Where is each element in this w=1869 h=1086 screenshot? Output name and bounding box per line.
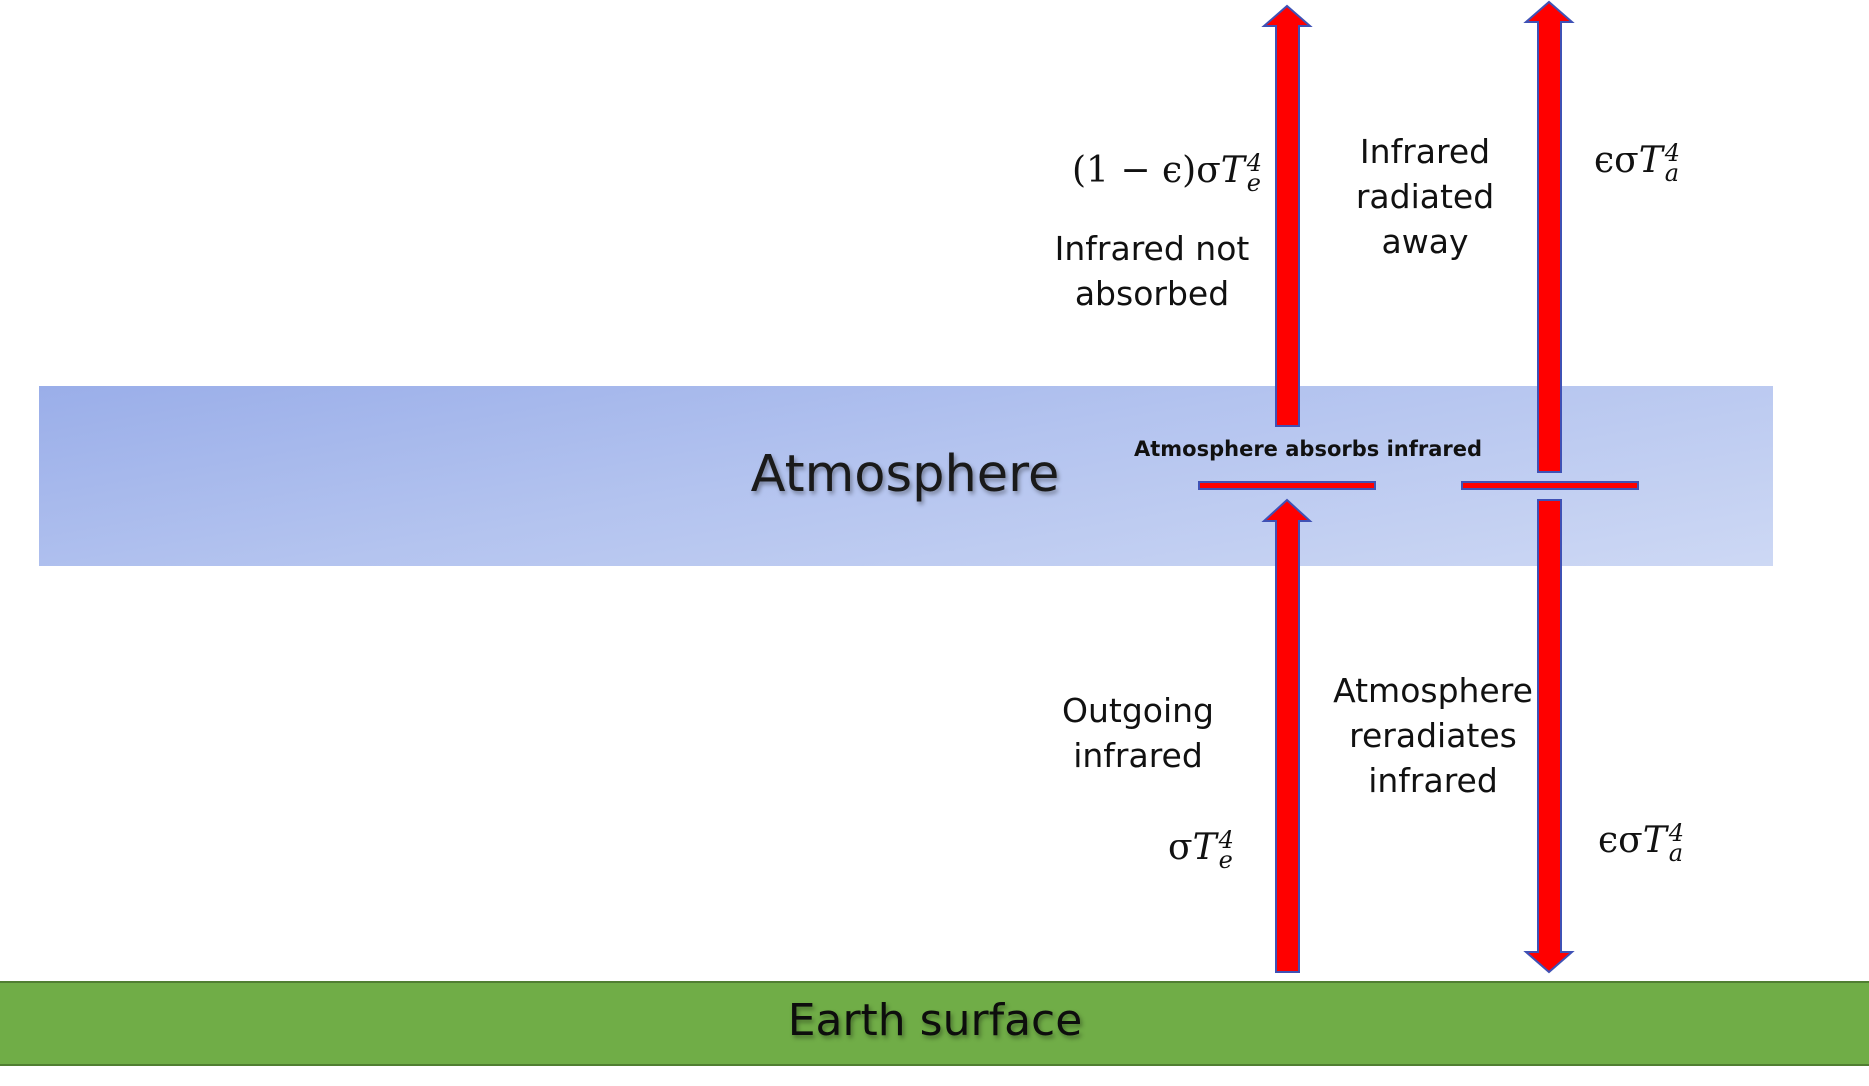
- absorbs-infrared-label: Atmosphere absorbs infrared: [1134, 437, 1483, 461]
- outgoing-infrared-label-line2: infrared: [1073, 736, 1203, 775]
- not-absorbed-label: Infrared not absorbed: [1042, 226, 1262, 316]
- absorption-bar-left: [1198, 481, 1376, 490]
- formula-not-absorbed-var: T: [1220, 150, 1245, 191]
- formula-outgoing-sup: 4: [1218, 826, 1234, 854]
- not-absorbed-label-line2: absorbed: [1074, 274, 1230, 313]
- formula-radiated-away-var: T: [1638, 140, 1663, 181]
- reradiates-infrared-label: Atmosphere reradiates infrared: [1318, 668, 1548, 803]
- earth-surface-label: Earth surface: [787, 995, 1083, 1046]
- atmosphere-layer: [39, 386, 1773, 566]
- formula-radiated-away-sub: a: [1664, 159, 1680, 187]
- formula-reradiated-sub: a: [1668, 839, 1684, 867]
- radiated-away-arrow: [1523, 0, 1575, 473]
- radiated-away-label-line1: Infrared: [1359, 132, 1491, 171]
- formula-not-absorbed-sup: 4: [1246, 149, 1263, 177]
- formula-outgoing-prefix: σ: [1168, 827, 1193, 868]
- reradiates-label-line1: Atmosphere: [1333, 671, 1533, 710]
- formula-not-absorbed-prefix: (1 − ϵ)σ: [1072, 150, 1221, 191]
- not-absorbed-arrow: [1261, 4, 1313, 427]
- not-absorbed-label-line1: Infrared not: [1054, 229, 1250, 268]
- radiated-away-label-line2: radiated away: [1355, 177, 1495, 261]
- formula-radiated-away-prefix: ϵσ: [1594, 140, 1639, 181]
- absorption-bar-right: [1461, 481, 1639, 490]
- reradiates-label-line3: infrared: [1368, 761, 1498, 800]
- formula-outgoing-var: T: [1192, 827, 1217, 868]
- formula-reradiated-var: T: [1642, 820, 1667, 861]
- outgoing-infrared-label: Outgoing infrared: [1038, 688, 1238, 778]
- formula-radiated-away-sup: 4: [1664, 139, 1681, 167]
- outgoing-infrared-label-line1: Outgoing: [1062, 691, 1214, 730]
- radiated-away-label: Infrared radiated away: [1310, 129, 1540, 264]
- formula-reradiated-prefix: ϵσ: [1598, 820, 1643, 861]
- earth-surface-layer: [0, 981, 1869, 1066]
- atmosphere-label: Atmosphere: [750, 445, 1060, 504]
- reradiates-label-line2: reradiates: [1349, 716, 1517, 755]
- outgoing-infrared-arrow: [1261, 498, 1313, 973]
- formula-outgoing-sub: e: [1218, 846, 1233, 874]
- formula-reradiated-sup: 4: [1668, 819, 1685, 847]
- formula-not-absorbed-sub: e: [1246, 169, 1261, 197]
- reradiated-down-arrow: [1523, 499, 1575, 974]
